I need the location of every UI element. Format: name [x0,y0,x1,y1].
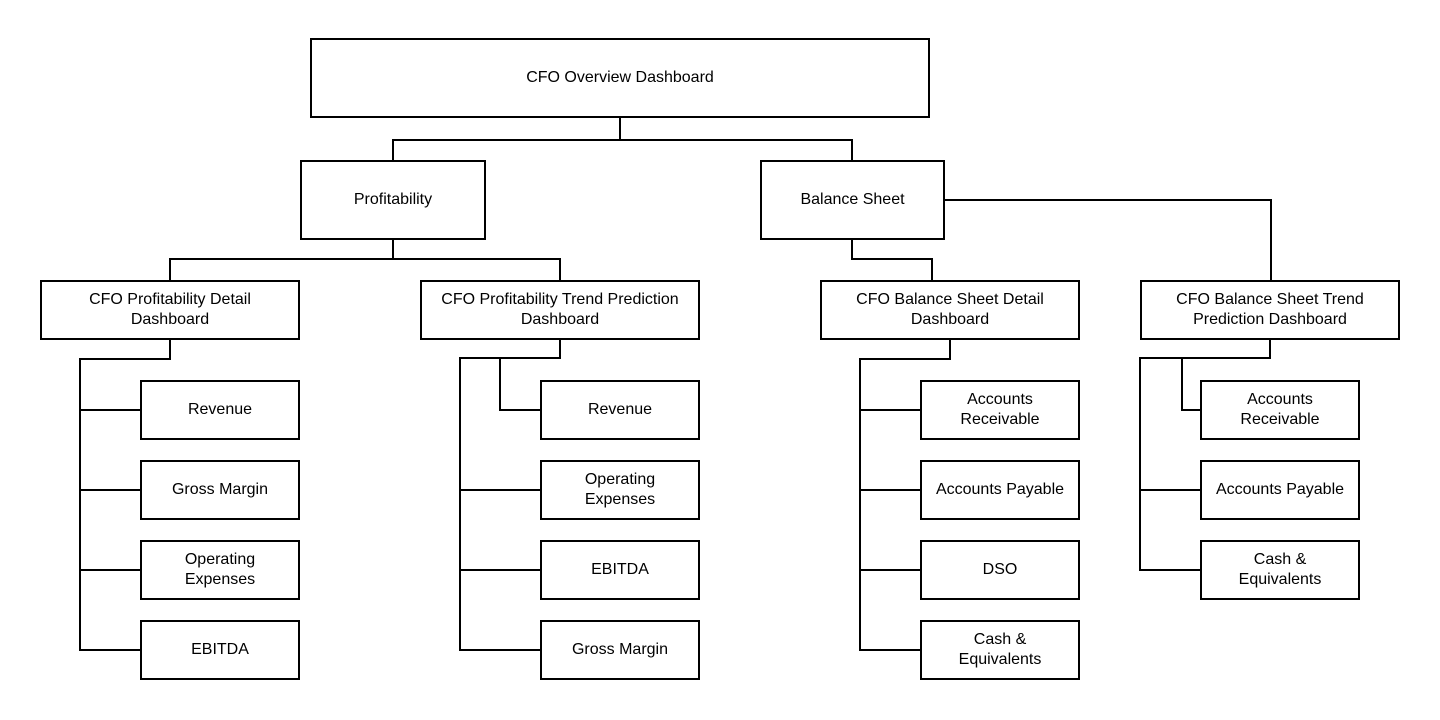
node-operating-expenses: Operating Expenses [140,540,300,600]
node-ebitda: EBITDA [140,620,300,680]
node-balance-sheet-detail-dashboard: CFO Balance Sheet Detail Dashboard [820,280,1080,340]
connector-balancetrend-to-leaves [1139,340,1271,571]
node-profitability-detail-dashboard: CFO Profitability Detail Dashboard [40,280,300,340]
connector-balance-to-detail [851,240,933,280]
node-label: Revenue [187,401,253,418]
connector-proftrend-to-leaves [459,340,561,651]
node-cash-equivalents: Cash & Equivalents [1200,540,1360,600]
node-label: Revenue [587,401,653,418]
node-label: EBITDA [591,561,649,578]
node-label: Operating Expenses [584,471,656,508]
node-label: CFO Profitability Detail Dashboard [89,291,251,328]
node-balance-sheet-trend-dashboard: CFO Balance Sheet Trend Prediction Dashb… [1140,280,1400,340]
node-gross-margin: Gross Margin [540,620,700,680]
node-label: Balance Sheet [800,191,905,208]
connector-balance-to-trend [945,199,1272,280]
node-label: Accounts Payable [935,481,1065,498]
node-accounts-receivable: Accounts Receivable [1200,380,1360,440]
node-label: Accounts Receivable [960,391,1040,428]
node-label: CFO Overview Dashboard [526,69,714,86]
node-label: Profitability [353,191,433,208]
node-operating-expenses: Operating Expenses [540,460,700,520]
node-cfo-overview-dashboard: CFO Overview Dashboard [310,38,930,118]
node-label: Cash & Equivalents [958,631,1042,668]
node-label: DSO [982,561,1018,578]
node-ebitda: EBITDA [540,540,700,600]
node-accounts-payable: Accounts Payable [1200,460,1360,520]
connector-profdetail-to-leaves [79,340,171,651]
node-label: Gross Margin [171,481,269,498]
node-label: Operating Expenses [184,551,256,588]
node-revenue: Revenue [140,380,300,440]
node-revenue: Revenue [540,380,700,440]
node-label: Accounts Receivable [1240,391,1320,428]
connector-profitability-to-children [169,240,561,280]
node-label: CFO Balance Sheet Trend Prediction Dashb… [1176,291,1364,328]
node-label: EBITDA [191,641,249,658]
node-cash-equivalents: Cash & Equivalents [920,620,1080,680]
connector-balancedetail-to-leaves [859,340,951,651]
node-balance-sheet: Balance Sheet [760,160,945,240]
node-label: Accounts Payable [1215,481,1345,498]
node-label: CFO Profitability Trend Prediction Dashb… [441,291,679,328]
connector-overview-to-children [392,118,853,160]
node-gross-margin: Gross Margin [140,460,300,520]
node-profitability: Profitability [300,160,486,240]
node-profitability-trend-dashboard: CFO Profitability Trend Prediction Dashb… [420,280,700,340]
node-label: Gross Margin [571,641,669,658]
node-dso: DSO [920,540,1080,600]
node-accounts-receivable: Accounts Receivable [920,380,1080,440]
node-label: CFO Balance Sheet Detail Dashboard [856,291,1044,328]
node-label: Cash & Equivalents [1238,551,1322,588]
node-accounts-payable: Accounts Payable [920,460,1080,520]
